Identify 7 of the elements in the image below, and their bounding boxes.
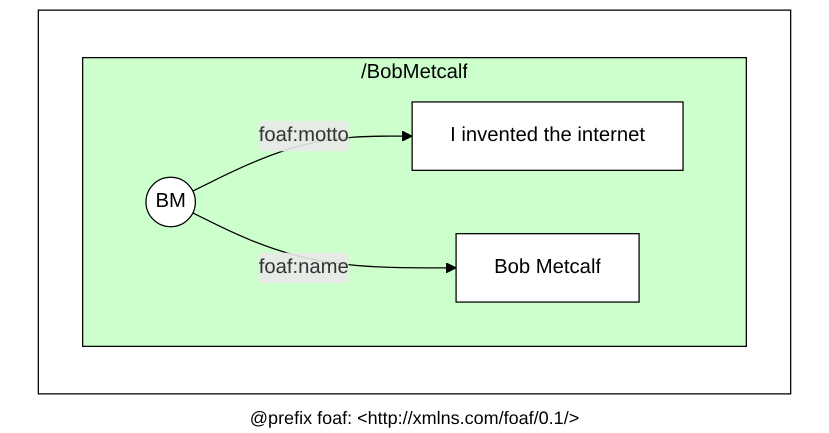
node-circle: BM (145, 176, 196, 228)
cluster (38, 10, 792, 394)
prefix-note: @prefix foaf: <http://xmlns.com/foaf/0.1/> (250, 408, 580, 429)
node-box: I invented the internet (412, 101, 684, 171)
node-box: Bob Metcalf (455, 233, 640, 303)
edge-label: foaf:motto (258, 124, 349, 146)
edge-label: foaf:name (258, 256, 349, 278)
